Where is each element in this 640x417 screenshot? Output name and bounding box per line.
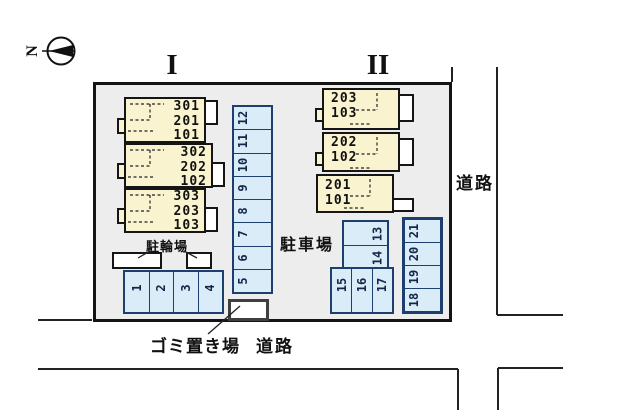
room-number: 202: [180, 159, 207, 175]
parking-space-12: 12: [234, 107, 271, 131]
road-label-right: 道路: [456, 174, 494, 194]
building-1-unit-2-entry-notch: [117, 163, 126, 179]
parking-space-number: 7: [236, 230, 250, 238]
parking-space-15: 15: [332, 269, 353, 312]
parking-space-number: 17: [375, 277, 390, 293]
garbage-area-label: ゴミ置き場: [150, 337, 240, 357]
room-number: 101: [325, 192, 352, 208]
room-number: 101: [173, 128, 200, 143]
building-2-unit-1-rooms: 203 103: [331, 91, 358, 121]
parking-space-number: 2: [154, 284, 169, 292]
building-1-unit-2-balcony: [211, 162, 225, 187]
building-1-label: I: [166, 49, 178, 81]
parking-space-number: 9: [236, 184, 250, 192]
building-1-unit-3-entry-notch: [117, 208, 126, 224]
building-1-unit-3-rooms: 303 203 103: [138, 189, 200, 234]
north-label: N: [23, 45, 41, 57]
parking-block-5-12: 12 11 10 9 8 7 6 5: [232, 105, 273, 294]
room-number: 102: [331, 149, 358, 165]
building-1-unit-3-balcony: [204, 207, 218, 232]
parking-lot-label: 駐車場: [280, 235, 335, 254]
parking-space-number: 4: [203, 284, 218, 292]
room-number: 103: [173, 218, 200, 233]
parking-space-number: 3: [178, 284, 193, 292]
building-1-unit-1-rooms: 301 201 101: [138, 99, 200, 144]
parking-space-6: 6: [234, 247, 271, 270]
building-2-unit-3-balcony: [392, 198, 414, 212]
parking-space-number: 13: [369, 226, 384, 241]
parking-space-number: 20: [407, 246, 421, 262]
building-2-unit-1-entry-notch: [315, 108, 324, 122]
parking-space-21: 21: [405, 220, 440, 243]
room-number: 301: [173, 99, 200, 114]
parking-space-number: 19: [407, 269, 421, 285]
parking-space-number: 16: [354, 277, 369, 293]
building-2-unit-2-entry-notch: [315, 152, 324, 166]
room-number: 201: [173, 113, 200, 129]
parking-space-number: 18: [407, 292, 421, 308]
parking-space-number: 15: [334, 277, 349, 293]
garbage-area-box: [228, 299, 269, 321]
parking-space-number: 6: [236, 254, 250, 262]
parking-space-5: 5: [234, 270, 271, 292]
parking-space-13: 13: [344, 222, 387, 246]
parking-space-number: 8: [236, 207, 250, 215]
building-2-unit-3-rooms: 201 101: [325, 178, 352, 208]
parking-space-10: 10: [234, 154, 271, 177]
bicycle-parking-area-right: [186, 252, 212, 269]
parking-block-13-14: 13 14: [342, 220, 389, 271]
parking-block-1-4: 1 2 3 4: [123, 270, 224, 314]
bicycle-parking-area-left: [112, 252, 162, 269]
parking-space-2: 2: [150, 272, 174, 312]
room-number: 302: [180, 145, 207, 160]
parking-space-number: 14: [369, 250, 384, 265]
building-2-label: II: [366, 49, 390, 81]
room-number: 201: [325, 178, 352, 193]
parking-block-18-21: 21 20 19 18: [402, 217, 443, 314]
bicycle-parking-label: 駐輪場: [146, 240, 189, 255]
road-label-bottom: 道路: [256, 337, 294, 357]
parking-space-3: 3: [174, 272, 199, 312]
building-2-unit-1-balcony: [398, 94, 414, 122]
building-1-unit-1-balcony: [204, 100, 218, 125]
room-number: 102: [180, 174, 207, 189]
building-2-unit-2-rooms: 202 102: [331, 135, 358, 165]
parking-space-number: 21: [407, 223, 421, 239]
room-number: 202: [331, 135, 358, 150]
compass-icon: [42, 36, 76, 66]
building-1-unit-1-entry-notch: [117, 118, 126, 134]
parking-space-19: 19: [405, 266, 440, 289]
parking-space-14: 14: [344, 246, 387, 269]
parking-space-18: 18: [405, 289, 440, 311]
building-2-unit-2-balcony: [398, 138, 414, 166]
parking-space-16: 16: [352, 269, 373, 312]
parking-space-17: 17: [373, 269, 392, 312]
parking-space-7: 7: [234, 223, 271, 247]
parking-space-4: 4: [199, 272, 223, 312]
parking-block-15-17: 15 16 17: [330, 267, 394, 314]
parking-space-9: 9: [234, 177, 271, 200]
parking-space-20: 20: [405, 243, 440, 266]
parking-space-number: 11: [236, 134, 250, 149]
room-number: 203: [331, 91, 358, 106]
parking-space-number: 10: [236, 157, 250, 172]
room-number: 203: [173, 203, 200, 219]
parking-space-number: 12: [236, 110, 250, 126]
parking-space-11: 11: [234, 130, 271, 154]
room-number: 303: [173, 189, 200, 204]
room-number: 103: [331, 105, 358, 121]
parking-space-number: 1: [129, 284, 144, 292]
parking-space-1: 1: [125, 272, 150, 312]
building-1-unit-2-rooms: 302 202 102: [145, 145, 207, 190]
parking-space-8: 8: [234, 200, 271, 224]
parking-space-number: 5: [236, 277, 250, 285]
